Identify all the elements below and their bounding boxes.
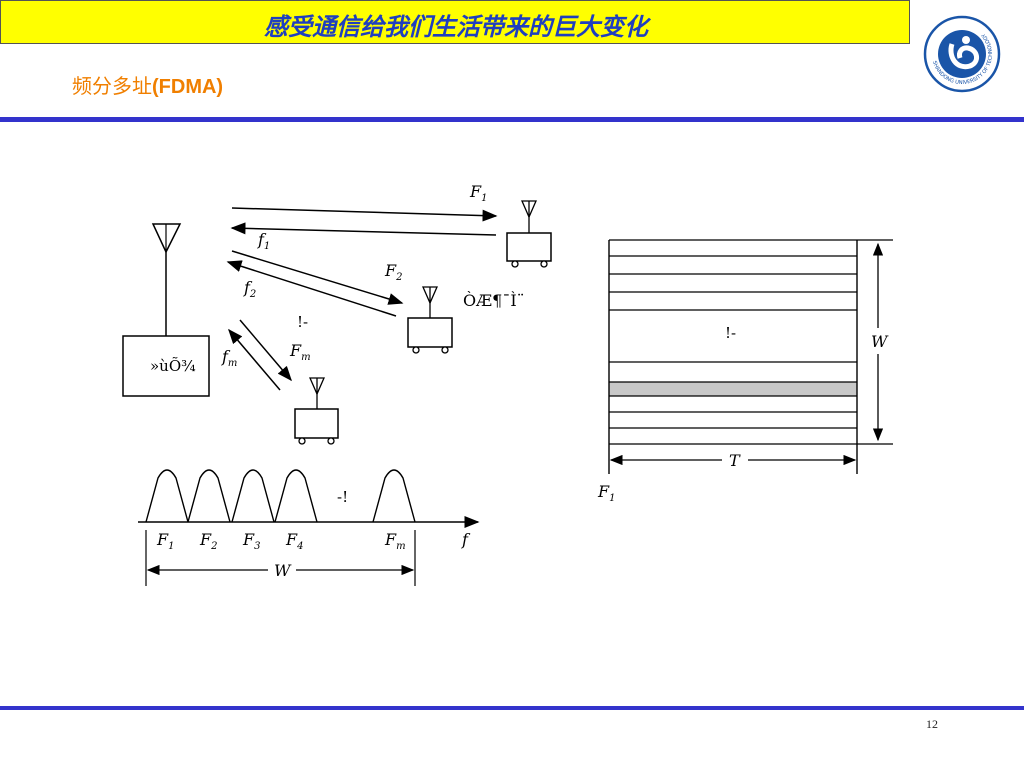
section-heading-en: (FDMA) — [152, 76, 224, 98]
tick-F4: F4 — [285, 530, 303, 552]
channel-peak — [372, 469, 416, 523]
radio-links — [226, 207, 498, 391]
grid-ellipsis: !- — [725, 324, 736, 342]
tick-F1: F1 — [156, 530, 174, 552]
label-f1: f1 — [257, 230, 270, 252]
label-F1: F1 — [469, 182, 487, 204]
grid-F1-label: F1 — [597, 482, 615, 504]
label-Fm: Fm — [289, 341, 311, 363]
bottom-divider — [0, 706, 1024, 710]
grid-width-label: W — [871, 332, 889, 351]
page-number: 12 — [926, 717, 938, 731]
section-heading-cn: 频分多址 — [72, 74, 152, 98]
page-title: 感受通信给我们生活带来的巨大变化 — [264, 13, 648, 41]
tick-F2: F2 — [199, 530, 217, 552]
spectrum-plot: -! F1 F2 F3 F4 Fm f W — [138, 469, 480, 586]
channel-peak — [231, 469, 275, 523]
channel-peak — [274, 469, 318, 523]
spectrum-ellipsis: -! — [337, 488, 348, 506]
mobile-station-m — [294, 377, 339, 445]
highlighted-channel — [609, 382, 857, 396]
ellipsis-links: !- — [297, 313, 308, 331]
channel-peak — [187, 469, 231, 523]
mobile-label: ÒÆ¶¯Ì¨ — [463, 290, 525, 310]
mobile-station-1 — [506, 200, 552, 268]
mobile-station-2 — [407, 286, 453, 354]
base-station: »ùÕ¾ — [122, 223, 210, 397]
label-F2: F2 — [384, 261, 402, 283]
label-f2: f2 — [243, 278, 256, 300]
time-frequency-grid: !- W T F1 — [597, 239, 893, 504]
channel-peak — [145, 469, 189, 523]
base-station-label: »ùÕ¾ — [150, 357, 196, 375]
grid-time-label: T — [729, 451, 741, 470]
label-fm: fm — [221, 347, 237, 369]
top-divider — [0, 117, 1024, 122]
section-heading: 频分多址(FDMA) — [72, 70, 223, 99]
spectrum-width-label: W — [274, 561, 292, 580]
axis-label-f: f — [461, 530, 471, 549]
university-logo-icon: SHANDONG UNIVERSITY OF TECHNOLOGY — [923, 15, 1001, 93]
tick-Fm: Fm — [384, 530, 406, 552]
title-bar: 感受通信给我们生活带来的巨大变化 — [0, 0, 910, 44]
tick-F3: F3 — [242, 530, 260, 552]
